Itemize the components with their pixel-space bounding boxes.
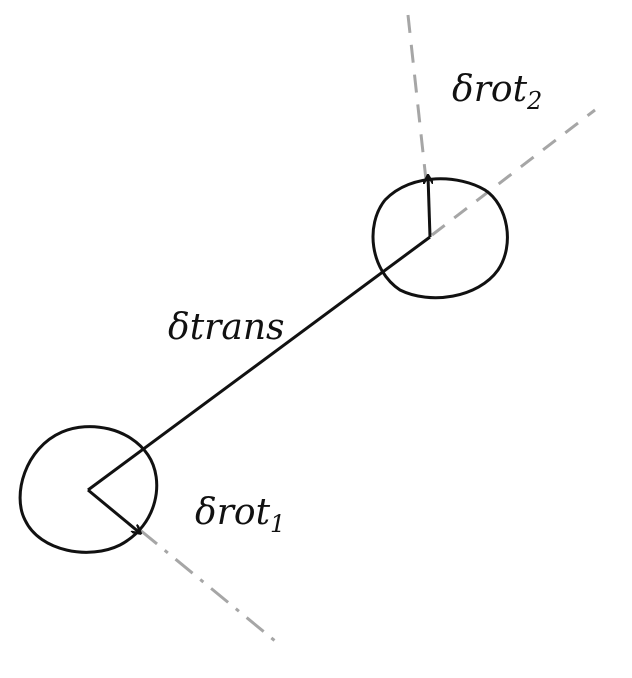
delta-symbol: δ [168,307,190,348]
label-name: trans [189,307,285,348]
label-rot2: δrot2 [452,69,543,116]
end-heading-arrow [428,176,430,238]
end-pose-circle [371,177,509,300]
delta-symbol: δ [195,492,217,533]
delta-symbol: δ [452,69,474,110]
start-heading-arrow [87,488,140,533]
label-trans: δtrans [168,310,285,346]
label-subscript: 1 [270,510,286,539]
start-pose-circle [18,425,159,554]
label-subscript: 2 [527,87,543,116]
initial-heading-guide [139,528,281,647]
translation-extension-guide [431,108,596,237]
label-name: rot [473,69,528,110]
final-heading-guide [406,14,428,181]
label-rot1: δrot1 [195,492,286,539]
translation-line [87,235,431,492]
label-name: rot [216,492,271,533]
